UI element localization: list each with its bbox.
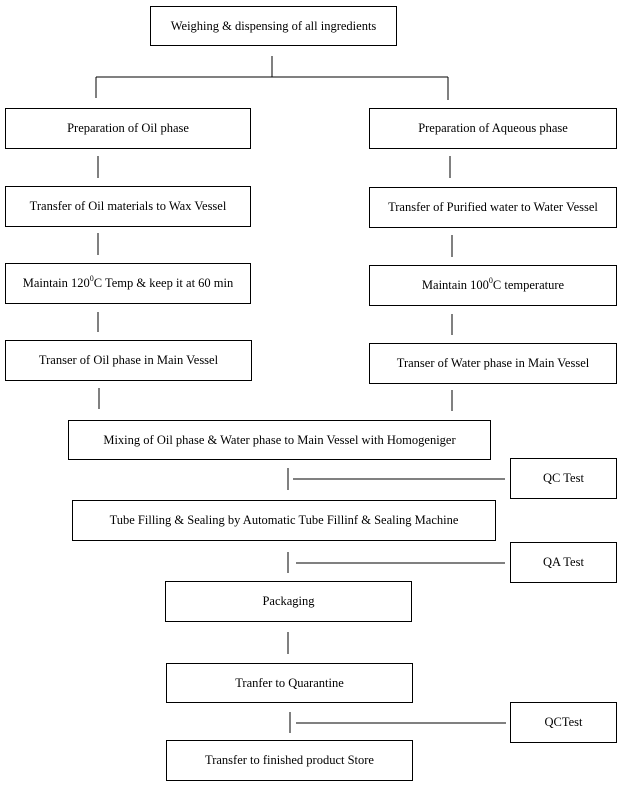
step-mixing: Mixing of Oil phase & Water phase to Mai… bbox=[68, 420, 491, 460]
step-label: Transer of Oil phase in Main Vessel bbox=[38, 353, 219, 367]
step-label: QC Test bbox=[543, 471, 584, 485]
step-finished-store: Transfer to finished product Store bbox=[166, 740, 413, 781]
step-water-transfer: Transfer of Purified water to Water Vess… bbox=[369, 187, 617, 228]
step-quarantine: Tranfer to Quarantine bbox=[166, 663, 413, 703]
step-label: Weighing & dispensing of all ingredients bbox=[170, 18, 377, 33]
step-label: QCTest bbox=[544, 715, 583, 729]
step-qc-test-2: QCTest bbox=[510, 702, 617, 743]
step-water-to-main-vessel: Transer of Water phase in Main Vessel bbox=[369, 343, 617, 384]
step-label: Tranfer to Quarantine bbox=[235, 675, 344, 690]
step-qc-test-1: QC Test bbox=[510, 458, 617, 499]
step-oil-to-main-vessel: Transer of Oil phase in Main Vessel bbox=[5, 340, 252, 381]
step-oil-transfer: Transfer of Oil materials to Wax Vessel bbox=[5, 186, 251, 227]
step-weighing: Weighing & dispensing of all ingredients bbox=[150, 6, 397, 46]
step-oil-prep: Preparation of Oil phase bbox=[5, 108, 251, 149]
step-tube-filling: Tube Filling & Sealing by Automatic Tube… bbox=[72, 500, 496, 541]
step-qa-test: QA Test bbox=[510, 542, 617, 583]
step-label: Packaging bbox=[262, 594, 315, 608]
step-oil-maintain-temp: Maintain 1200C Temp & keep it at 60 min bbox=[5, 263, 251, 304]
step-label: Preparation of Aqueous phase bbox=[418, 121, 568, 135]
step-packaging: Packaging bbox=[165, 581, 412, 622]
step-label: Transfer to finished product Store bbox=[205, 753, 374, 767]
step-label: Mixing of Oil phase & Water phase to Mai… bbox=[103, 432, 456, 447]
step-label: Transer of Water phase in Main Vessel bbox=[396, 356, 590, 370]
step-label: QA Test bbox=[543, 555, 584, 569]
step-label: Maintain 1000C temperature bbox=[421, 276, 565, 293]
step-label: Transfer of Oil materials to Wax Vessel bbox=[29, 199, 227, 213]
step-aqueous-prep: Preparation of Aqueous phase bbox=[369, 108, 617, 149]
step-label: Tube Filling & Sealing by Automatic Tube… bbox=[109, 513, 459, 527]
step-label: Maintain 1200C Temp & keep it at 60 min bbox=[22, 274, 234, 291]
step-label: Preparation of Oil phase bbox=[67, 121, 189, 135]
step-label: Transfer of Purified water to Water Vess… bbox=[388, 200, 598, 214]
step-water-maintain-temp: Maintain 1000C temperature bbox=[369, 265, 617, 306]
